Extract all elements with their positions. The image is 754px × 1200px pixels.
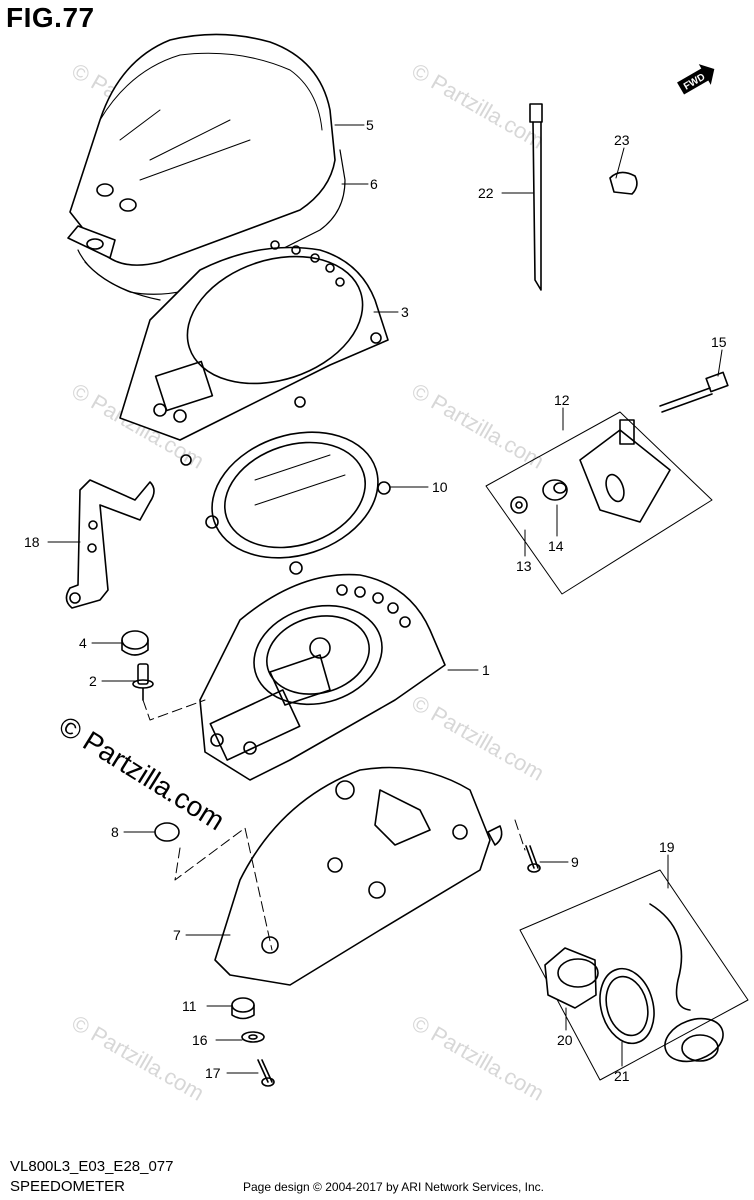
assembly-lines (142, 699, 526, 951)
part-label-14[interactable]: 14 (548, 538, 564, 554)
part-label-18[interactable]: 18 (24, 534, 40, 550)
part-label-2[interactable]: 2 (89, 673, 97, 689)
gear-group-box (519, 869, 749, 1081)
part-label-19[interactable]: 19 (659, 839, 675, 855)
svg-text:FWD: FWD (682, 72, 707, 93)
part-label-7[interactable]: 7 (173, 927, 181, 943)
leader-lines (47, 124, 723, 1074)
part-label-5[interactable]: 5 (366, 117, 374, 133)
fwd-arrow-icon: FWD (672, 57, 721, 101)
part-label-20[interactable]: 20 (557, 1032, 573, 1048)
meter-bezel (119, 240, 389, 466)
part-label-4[interactable]: 4 (79, 635, 87, 651)
sensor-group-box (485, 411, 713, 595)
part-label-21[interactable]: 21 (614, 1068, 630, 1084)
cable-tie (529, 103, 543, 291)
part-label-11[interactable]: 11 (182, 998, 197, 1014)
meter-cover (67, 33, 346, 301)
part-label-3[interactable]: 3 (401, 304, 409, 320)
diagram-name: SPEEDOMETER (10, 1178, 126, 1195)
bracket (65, 479, 155, 609)
figure-title: FIG.77 (6, 2, 95, 33)
part-label-1[interactable]: 1 (482, 662, 490, 678)
part-label-16[interactable]: 16 (192, 1032, 208, 1048)
clamp (609, 171, 638, 195)
small-parts-bottom (231, 845, 541, 1087)
part-label-6[interactable]: 6 (370, 176, 378, 192)
part-label-13[interactable]: 13 (516, 558, 532, 574)
part-label-17[interactable]: 17 (205, 1065, 221, 1081)
part-label-15[interactable]: 15 (711, 334, 727, 350)
small-parts-left (121, 630, 180, 842)
bolt (659, 371, 729, 413)
part-label-8[interactable]: 8 (111, 824, 119, 840)
part-label-9[interactable]: 9 (571, 854, 579, 870)
meter-lens (205, 431, 391, 575)
model-code: VL800L3_E03_E28_077 (10, 1158, 174, 1175)
meter-lower-case (214, 766, 503, 986)
part-label-10[interactable]: 10 (432, 479, 448, 495)
part-label-12[interactable]: 12 (554, 392, 570, 408)
part-label-23[interactable]: 23 (614, 132, 630, 148)
page-credit: Page design © 2004-2017 by ARI Network S… (243, 1180, 545, 1194)
part-label-22[interactable]: 22 (478, 185, 494, 201)
meter-assembly (199, 573, 446, 781)
